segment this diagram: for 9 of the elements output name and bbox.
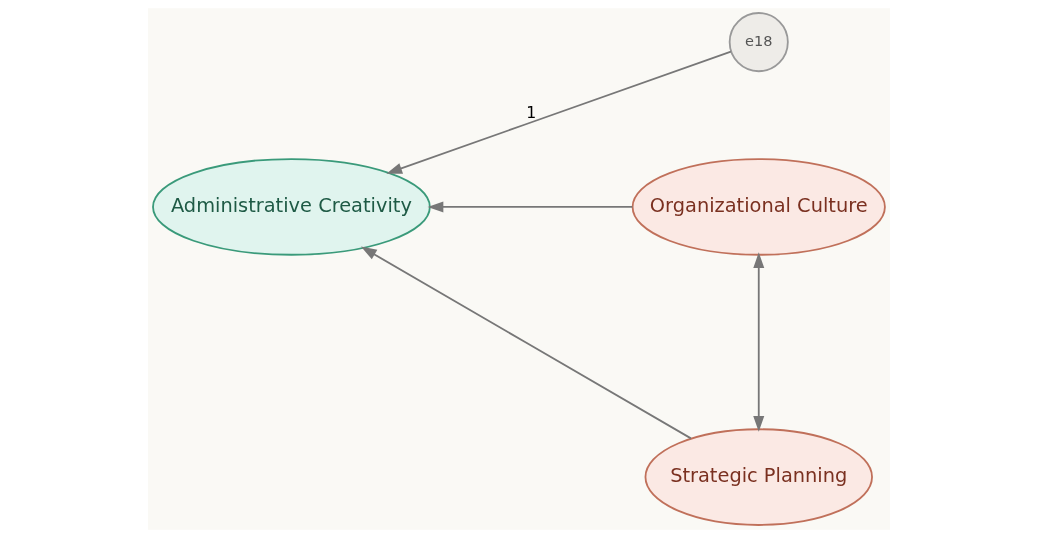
node-ellipse: Administrative Creativity: [151, 158, 431, 256]
arrow: [752, 252, 764, 432]
node-circle: e18: [728, 12, 789, 73]
node-ellipse: Strategic Planning: [644, 428, 873, 526]
arrow: [427, 201, 633, 213]
node-ellipse: Organizational Culture: [631, 158, 886, 256]
arrow: [385, 50, 732, 174]
edge-label: 1: [525, 102, 536, 122]
arrow: [360, 246, 692, 440]
